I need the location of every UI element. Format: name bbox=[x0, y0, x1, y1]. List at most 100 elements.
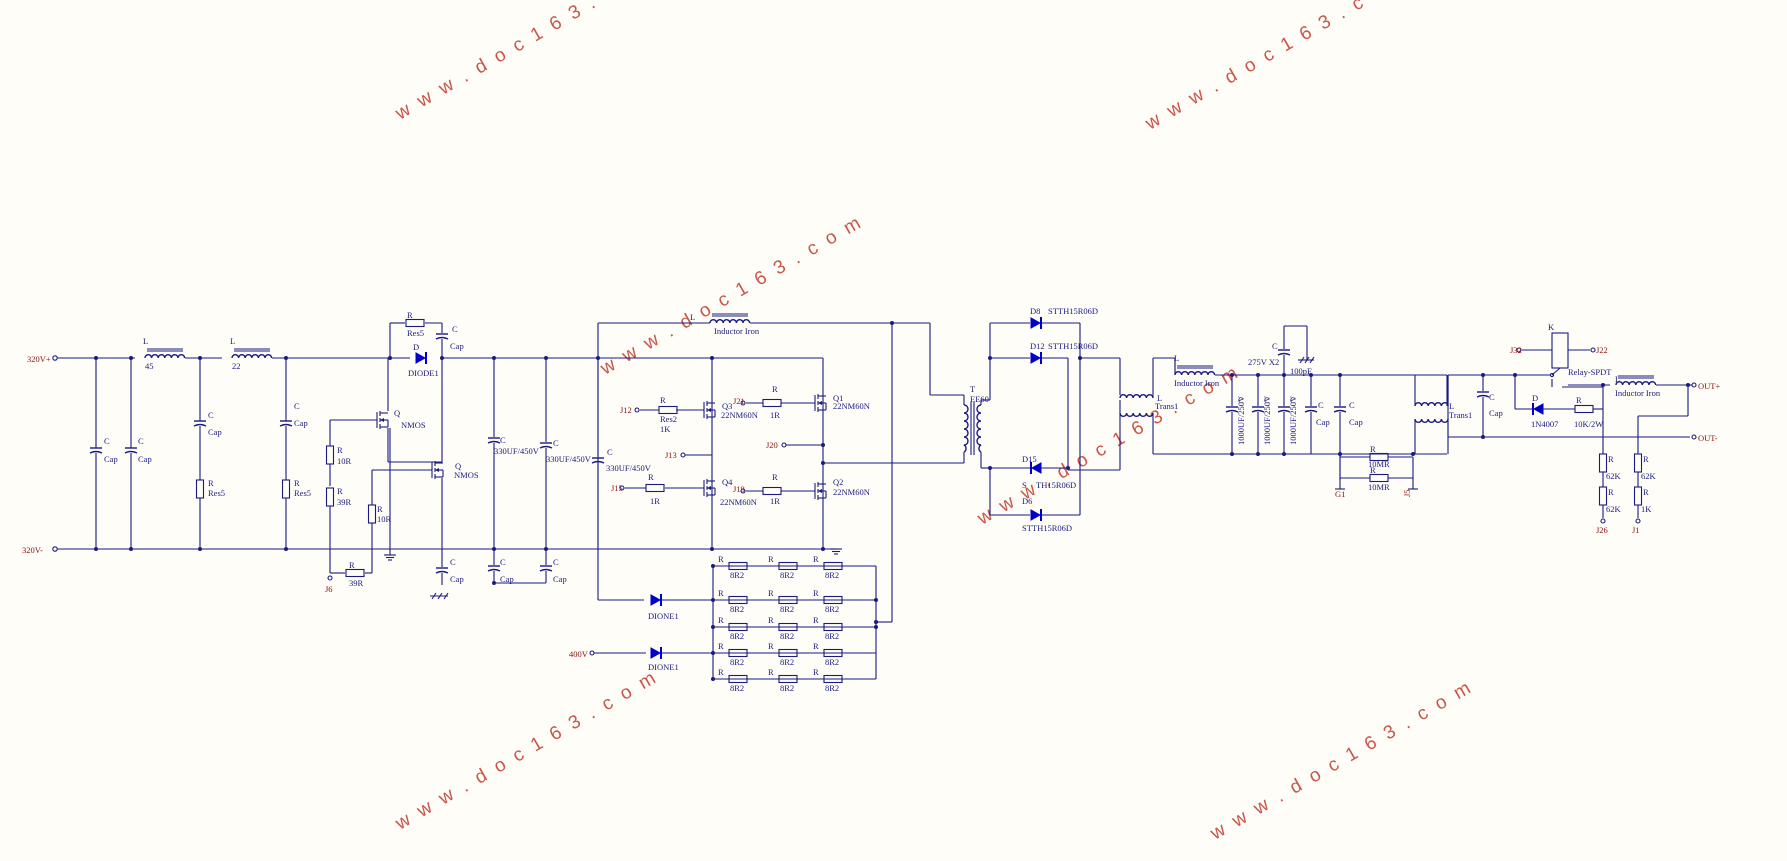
c-out2-value: Cap bbox=[1349, 417, 1363, 427]
bank-resistor-value: 8R2 bbox=[825, 631, 839, 641]
bank-resistor-2-1 bbox=[778, 622, 798, 632]
r-q2-value: 1R bbox=[770, 496, 780, 506]
r-62k-c-label: R bbox=[1643, 454, 1649, 464]
v400-terminal[interactable] bbox=[589, 650, 595, 656]
r-res2-value2: 1K bbox=[660, 424, 671, 434]
mosfet-q3 bbox=[703, 400, 716, 420]
c7-label: C bbox=[553, 557, 559, 567]
diode-d8 bbox=[1030, 316, 1042, 330]
bank-resistor-label: R bbox=[813, 588, 819, 598]
j20-terminal[interactable] bbox=[781, 442, 787, 448]
j15-terminal[interactable] bbox=[619, 485, 625, 491]
r-10r-label: R bbox=[337, 445, 343, 455]
out-neg-terminal[interactable] bbox=[1691, 434, 1697, 440]
r2-value: Res5 bbox=[294, 488, 311, 498]
net-j26: J26 bbox=[1596, 525, 1608, 535]
q4-value: 22NM60N bbox=[720, 497, 757, 507]
out-pos-terminal[interactable] bbox=[1691, 382, 1697, 388]
j32-terminal[interactable] bbox=[1516, 347, 1522, 353]
d6-label: D6 bbox=[1022, 496, 1032, 506]
r1-label: R bbox=[208, 478, 214, 488]
l1-label: L bbox=[143, 336, 148, 346]
bank-resistor-label: R bbox=[718, 641, 724, 651]
watermark-3: w w w . d o c 1 6 3 . c o m bbox=[596, 211, 867, 379]
input-pos-terminal[interactable] bbox=[52, 355, 58, 361]
c1-label: C bbox=[104, 436, 110, 446]
d15-label: D15 bbox=[1022, 454, 1037, 464]
mosfet-q-lower bbox=[431, 460, 444, 480]
dione1-upper-label: DIONE1 bbox=[648, 611, 679, 621]
c6-value: Cap bbox=[500, 574, 514, 584]
net-j18: J18 bbox=[733, 484, 745, 494]
inductor-iron-1-l: L bbox=[690, 312, 695, 322]
net-j1: J1 bbox=[1632, 525, 1640, 535]
bank-resistor-value: 8R2 bbox=[780, 570, 794, 580]
inductor-iron-2-label: Inductor Iron bbox=[1174, 378, 1220, 388]
r-39r-value: 39R bbox=[337, 497, 352, 507]
c4-value: Cap bbox=[294, 418, 308, 428]
c-out1-value: Cap bbox=[1316, 417, 1330, 427]
r-q2-label: R bbox=[772, 472, 778, 482]
j26-terminal[interactable] bbox=[1600, 518, 1606, 524]
c-snub-label: C bbox=[452, 324, 458, 334]
r2-label: R bbox=[294, 478, 300, 488]
input-neg-terminal[interactable] bbox=[52, 546, 58, 552]
c-out3-label: C bbox=[1489, 392, 1495, 402]
bank-resistor-3-0 bbox=[728, 648, 748, 658]
r-39r-label: R bbox=[337, 486, 343, 496]
r-62k-a-value: 62K bbox=[1606, 471, 1622, 481]
j12-terminal[interactable] bbox=[634, 407, 640, 413]
inductor-iron-3-label: Inductor Iron bbox=[1615, 388, 1661, 398]
c-out2-label: C bbox=[1349, 400, 1355, 410]
resistor-bank: DIONE1 400V DIONE1 bbox=[569, 323, 893, 679]
bank-resistor-label: R bbox=[813, 641, 819, 651]
input-filter-section: 320V+ 320V- C Cap C Cap L 45 C Cap R Res… bbox=[22, 336, 410, 555]
mosfet-q2 bbox=[814, 481, 827, 501]
bank-resistor-value: 8R2 bbox=[730, 683, 744, 693]
l2-value: 22 bbox=[232, 361, 241, 371]
net-j12: J12 bbox=[620, 405, 632, 415]
svg-text:1000UF/250V: 1000UF/250V bbox=[1236, 395, 1246, 445]
bank-resistor-2-2 bbox=[823, 622, 843, 632]
c-x2-value: 275V X2 bbox=[1248, 357, 1279, 367]
c-100pf-value: 100pF bbox=[1290, 366, 1312, 376]
r-10k2w-value: 10K/2W bbox=[1574, 419, 1603, 429]
j6-terminal[interactable] bbox=[327, 575, 333, 581]
h-bridge-section: Inductor Iron L Q3 22NM60N J12 R Res2 1K… bbox=[596, 312, 964, 600]
j1-terminal[interactable] bbox=[1635, 518, 1641, 524]
q4-label: Q4 bbox=[722, 477, 733, 487]
net-out-neg: OUT- bbox=[1698, 433, 1718, 443]
c-bulk1-label: C bbox=[500, 435, 506, 445]
j22-terminal[interactable] bbox=[1590, 347, 1596, 353]
c-bulk3-label: C bbox=[607, 447, 613, 457]
watermark-1: w w w . d o c 1 6 3 . c o m bbox=[391, 0, 662, 125]
j21-terminal[interactable] bbox=[740, 400, 746, 406]
r-62k-c-value: 62K bbox=[1641, 471, 1657, 481]
r-q4-value: 1R bbox=[650, 496, 660, 506]
bank-resistor-value: 8R2 bbox=[825, 657, 839, 667]
bank-resistor-0-2 bbox=[823, 561, 843, 571]
mosfet-q-upper bbox=[376, 410, 389, 430]
dione1-lower-label: DIONE1 bbox=[648, 662, 679, 672]
bank-resistor-value: 8R2 bbox=[825, 683, 839, 693]
d15-value: TH15R06D bbox=[1036, 480, 1076, 490]
q2-value: 22NM60N bbox=[833, 487, 870, 497]
d8-label: D8 bbox=[1030, 306, 1040, 316]
bank-resistor-value: 8R2 bbox=[780, 683, 794, 693]
j18-terminal[interactable] bbox=[740, 488, 746, 494]
net-j15: J15 bbox=[611, 483, 623, 493]
diode-d6 bbox=[1030, 508, 1042, 522]
c-bulk1-value: 330UF/450V bbox=[494, 446, 540, 456]
r-10k2w-label: R bbox=[1576, 395, 1582, 405]
bank-resistor-label: R bbox=[718, 588, 724, 598]
bank-resistor-value: 8R2 bbox=[730, 604, 744, 614]
r-res2-value: Res2 bbox=[660, 414, 677, 424]
q-lower-label: Q bbox=[455, 461, 461, 471]
trans1-b-label: L bbox=[1449, 401, 1454, 411]
q3-value: 22NM60N bbox=[721, 410, 758, 420]
c-bulk2-value: 330UF/450V bbox=[546, 454, 592, 464]
net-out-pos: OUT+ bbox=[1698, 381, 1720, 391]
j13-terminal[interactable] bbox=[680, 452, 686, 458]
r1-value: Res5 bbox=[208, 488, 225, 498]
bank-resistor-value: 8R2 bbox=[780, 631, 794, 641]
